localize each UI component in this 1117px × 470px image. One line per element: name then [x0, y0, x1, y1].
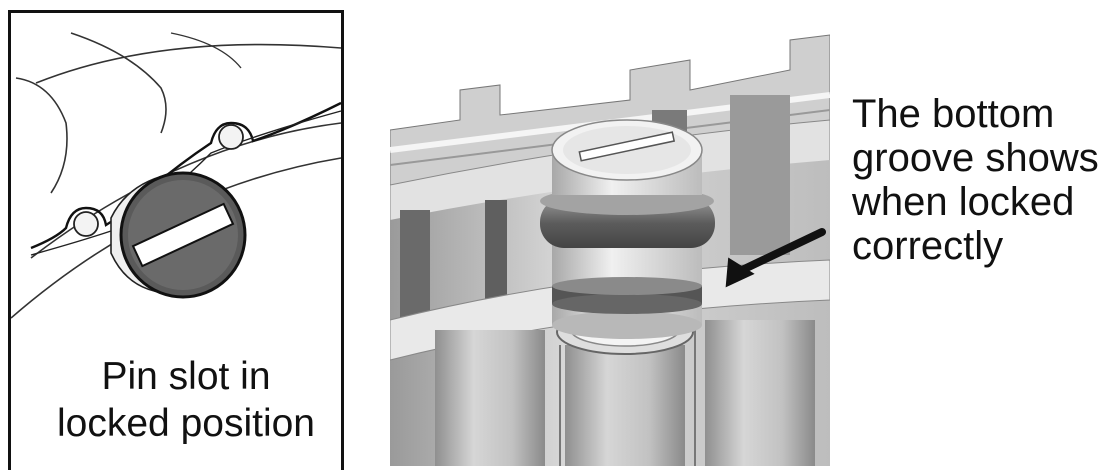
pin-slot-drawing: [10, 32, 342, 319]
groove-caption-line-2: groove shows: [852, 136, 1099, 180]
pin-slot-panel: Pin slot in locked position: [8, 10, 344, 470]
groove-render: [390, 0, 830, 466]
pin-slot-caption-line-1: Pin slot in: [101, 355, 271, 398]
pin-slot: [131, 202, 235, 268]
pin-slot-caption: Pin slot in locked position: [21, 353, 351, 447]
pointer-arrow: [734, 228, 826, 276]
groove-caption-line-3: when locked: [852, 180, 1075, 224]
groove-caption-line-4: correctly: [852, 224, 1004, 268]
groove-caption: The bottom groove shows when locked corr…: [852, 92, 1112, 268]
pin-slot-caption-line-2: locked position: [57, 402, 315, 445]
groove-caption-line-1: The bottom: [852, 92, 1055, 136]
